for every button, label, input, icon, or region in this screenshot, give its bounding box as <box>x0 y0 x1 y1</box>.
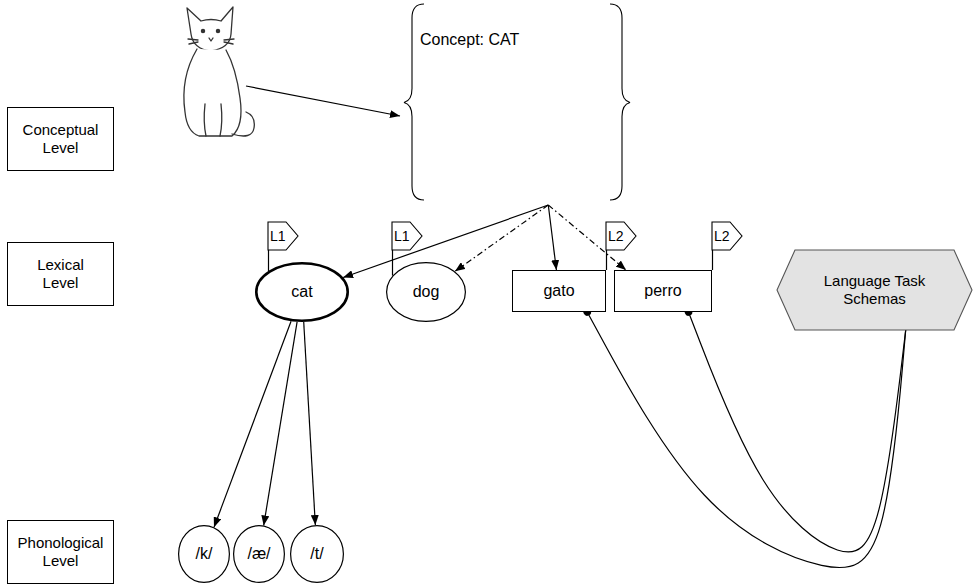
text-group: cat <box>291 282 312 301</box>
node-label: /k/ <box>196 544 213 563</box>
node-label: gato <box>543 281 574 300</box>
text-group: L2 <box>714 228 730 245</box>
text-group: /t/ <box>310 544 323 563</box>
node-label: Language Task Schemas <box>812 272 937 308</box>
connector <box>304 322 316 525</box>
node-label: perro <box>644 281 681 300</box>
text-group: Conceptual Level <box>23 121 99 157</box>
node-label: L1 <box>394 228 410 245</box>
cat-illustration <box>184 7 254 136</box>
level-box: Conceptual Level <box>7 107 114 171</box>
connector <box>264 322 297 526</box>
connector <box>548 205 626 270</box>
node-label: L2 <box>714 228 730 245</box>
node-label: Conceptual Level <box>23 121 99 157</box>
level-box: Lexical Level <box>7 242 114 306</box>
node-label: L2 <box>608 228 624 245</box>
text-group: perro <box>644 281 681 300</box>
level-box: Phonological Level <box>7 520 114 584</box>
node-label: /t/ <box>310 544 323 563</box>
text-group: Concept: CAT <box>420 30 519 49</box>
node-label: Lexical Level <box>37 256 84 292</box>
perception-arrow <box>246 86 400 116</box>
connector <box>548 205 556 270</box>
node-label: /æ/ <box>247 544 270 563</box>
phoneme-node: /æ/ <box>233 525 285 583</box>
connector <box>712 250 713 270</box>
connector <box>214 321 291 527</box>
lexical-box: gato <box>512 270 606 312</box>
phoneme-node: /t/ <box>290 525 344 583</box>
text-group: L2 <box>608 228 624 245</box>
node-label: Concept: CAT <box>420 30 519 49</box>
node-label: dog <box>413 282 440 301</box>
task-schema-hexagon: Language Task Schemas <box>777 250 972 330</box>
phoneme-node: /k/ <box>178 525 230 583</box>
connector <box>688 312 905 552</box>
language-flag: L2 <box>606 222 636 250</box>
lexical-node: cat <box>255 262 349 322</box>
language-flag: L1 <box>268 222 298 250</box>
lexical-box: perro <box>614 270 712 312</box>
connector <box>392 250 393 276</box>
language-flag: L2 <box>712 222 742 250</box>
connector <box>455 205 548 271</box>
text-group: L1 <box>394 228 410 245</box>
text-group: L1 <box>270 228 286 245</box>
node-label: L1 <box>270 228 286 245</box>
connector <box>268 250 269 271</box>
node-label: Phonological Level <box>18 534 104 570</box>
connector <box>587 312 906 568</box>
text-group: /æ/ <box>247 544 270 563</box>
brace-outline <box>402 0 632 205</box>
text-group: Phonological Level <box>18 534 104 570</box>
text-group: /k/ <box>196 544 213 563</box>
text-group: gato <box>543 281 574 300</box>
connector <box>606 250 607 270</box>
node-label: cat <box>291 282 312 301</box>
text-group: dog <box>413 282 440 301</box>
text-group: Lexical Level <box>37 256 84 292</box>
lexical-node: dog <box>386 262 466 322</box>
concept-brace: Concept: CAT <box>402 0 632 205</box>
text-group: Language Task Schemas <box>812 272 937 308</box>
language-flag: L1 <box>392 222 422 250</box>
